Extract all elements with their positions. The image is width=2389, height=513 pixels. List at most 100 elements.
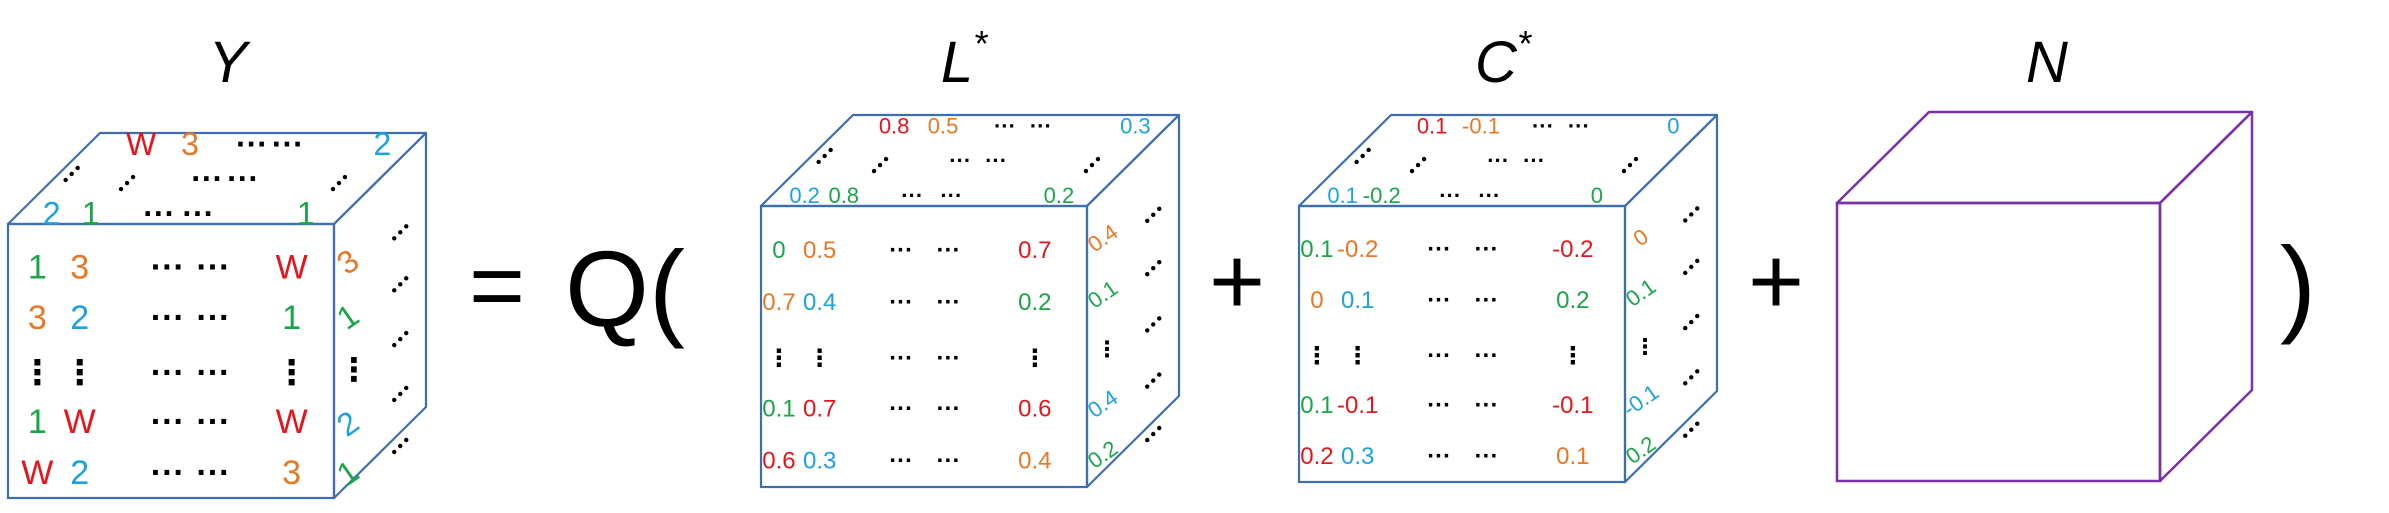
front-cell: ··· [1474,236,1498,263]
top-front-cell: ··· [901,183,923,208]
side-diagonal-dots [1145,260,1162,277]
top-front-cell: 0.8 [828,183,859,208]
top-back-cell: ··· [236,126,268,162]
cube-title-N: N [2026,30,2068,95]
cube-front-face [1835,201,2162,483]
front-cell: ··· [889,448,913,475]
front-cell: ··· [196,248,230,286]
front-cell: W [276,403,308,441]
top-back-cell: ··· [994,114,1016,139]
top-mid-cell: ··· [1523,148,1545,173]
side-diagonal-dots [1683,258,1700,276]
side-cell: 0.1 [1621,274,1660,312]
side-diagonal-dots [1145,425,1162,443]
front-cell: ⋮ [1023,345,1047,372]
cube-title-C: C* [1475,23,1532,95]
cube-title-L: L* [941,23,988,95]
front-cell: ⋮ [63,354,97,392]
front-cell: ··· [151,403,185,441]
cube-side-face [2158,110,2254,483]
top-back-cell: 0.1 [1417,114,1448,139]
front-cell: 0.2 [1018,289,1051,316]
front-cell: ··· [936,289,960,316]
front-cell: 0.7 [1018,237,1051,264]
front-cell: 0.7 [762,289,795,316]
side-cell: ⋮ [338,351,370,387]
diagonal-dots [1083,156,1101,174]
front-cell: -0.1 [1552,392,1593,419]
front-cell: W [21,454,53,492]
front-cell: 0.6 [1018,396,1051,423]
cube-title-main: Y [209,30,252,95]
front-cell: ··· [151,299,185,337]
top-front-cell: 0 [1591,183,1603,208]
top-front-cell: 2 [43,195,61,231]
front-cell: ··· [1427,236,1451,263]
front-cell: ··· [196,354,230,392]
front-cell: 3 [28,299,47,337]
front-cell: ··· [889,396,913,423]
front-cell: 2 [70,299,89,337]
equals-sign: = [469,232,525,339]
top-back-cell: ··· [1030,114,1052,139]
top-back-cell: ··· [1568,114,1590,139]
front-cell: ⋮ [275,354,309,392]
cube-side-face [1623,113,1719,484]
front-cell: ⋮ [20,354,54,392]
front-cell: 1 [28,403,47,441]
top-front-cell: ··· [1478,183,1500,208]
side-diagonal-dots [392,385,409,403]
side-diagonal-dots [392,276,409,293]
front-cell: -0.1 [1337,392,1378,419]
front-cell: ··· [936,396,960,423]
top-front-cell: -0.2 [1363,183,1401,208]
front-cell: 0.1 [1341,287,1374,314]
side-cell: 0.2 [1083,435,1122,473]
front-cell: ··· [936,237,960,264]
side-cell: 3 [330,242,365,282]
front-cell: ··· [889,289,913,316]
front-cell: ··· [1474,392,1498,419]
diagonal-dots [63,165,80,183]
diagonal-dots [1354,147,1371,165]
top-front-cell: ··· [940,183,962,208]
front-cell: ··· [196,299,230,337]
front-cell: 1 [28,248,47,286]
top-front-cell: 0.1 [1327,183,1358,208]
top-back-cell: 0 [1667,114,1679,139]
front-cell: ··· [889,345,913,372]
cube-side-face [332,131,428,500]
top-front-cell: ··· [1439,183,1461,208]
front-cell: 0.7 [803,396,836,423]
front-cell: 0.2 [1300,443,1333,470]
side-diagonal-dots [1683,313,1700,331]
front-cell: ⋮ [808,345,832,372]
front-cell: 0.1 [1300,392,1333,419]
top-mid-cell: ··· [949,148,971,173]
side-cell: 0.4 [1083,385,1122,423]
front-cell: ⋮ [1346,342,1370,369]
cube-title-main: C [1475,30,1518,95]
front-cell: 2 [70,454,89,492]
front-cell: ⋮ [1561,342,1585,369]
front-cell: ⋮ [767,345,791,372]
front-cell: ··· [196,454,230,492]
top-mid-cell: ··· [227,161,259,197]
cube-title-main: N [2026,30,2068,95]
plus-sign-1: + [1209,228,1265,335]
front-cell: ··· [936,448,960,475]
front-cell: -0.2 [1337,236,1378,263]
side-diagonal-dots [1683,421,1700,438]
cube-top-face [1835,110,2254,205]
diagonal-dots [871,156,889,174]
front-cell: ··· [1427,392,1451,419]
side-cell: ⋮ [1096,337,1118,362]
front-cell: ··· [889,237,913,264]
side-cell: 0.1 [1083,275,1122,313]
front-cell: W [64,403,96,441]
front-cell: 0.1 [762,396,795,423]
top-back-cell: -0.1 [1462,114,1500,139]
